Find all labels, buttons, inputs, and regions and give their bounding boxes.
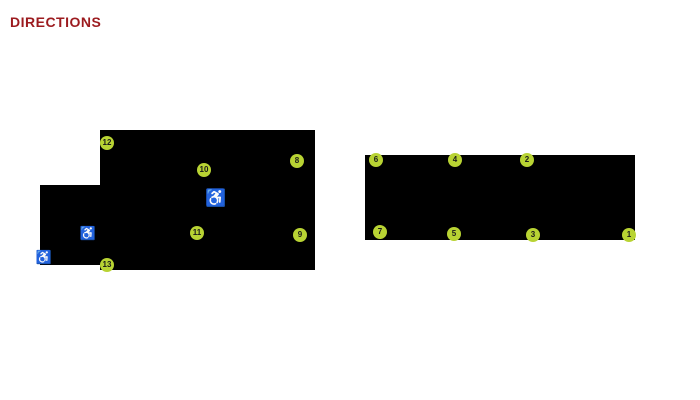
map-marker-6[interactable]: 6 [369, 153, 383, 167]
map-marker-13[interactable]: 13 [100, 258, 114, 272]
map-marker-11[interactable]: 11 [190, 226, 204, 240]
map-marker-8[interactable]: 8 [290, 154, 304, 168]
wheelchair-icon: ♿ [205, 188, 227, 208]
building-east [365, 155, 635, 240]
map-marker-12[interactable]: 12 [100, 136, 114, 150]
page-title: DIRECTIONS [10, 14, 102, 30]
building-west-annex [40, 185, 101, 265]
wheelchair-icon: ♿ [35, 249, 53, 265]
map-marker-4[interactable]: 4 [448, 153, 462, 167]
map-marker-5[interactable]: 5 [447, 227, 461, 241]
map-marker-1[interactable]: 1 [622, 228, 636, 242]
wheelchair-icon: ♿ [79, 225, 97, 241]
building-west-main [100, 130, 315, 270]
map-marker-3[interactable]: 3 [526, 228, 540, 242]
map-marker-7[interactable]: 7 [373, 225, 387, 239]
map-marker-10[interactable]: 10 [197, 163, 211, 177]
map-marker-2[interactable]: 2 [520, 153, 534, 167]
map-marker-9[interactable]: 9 [293, 228, 307, 242]
